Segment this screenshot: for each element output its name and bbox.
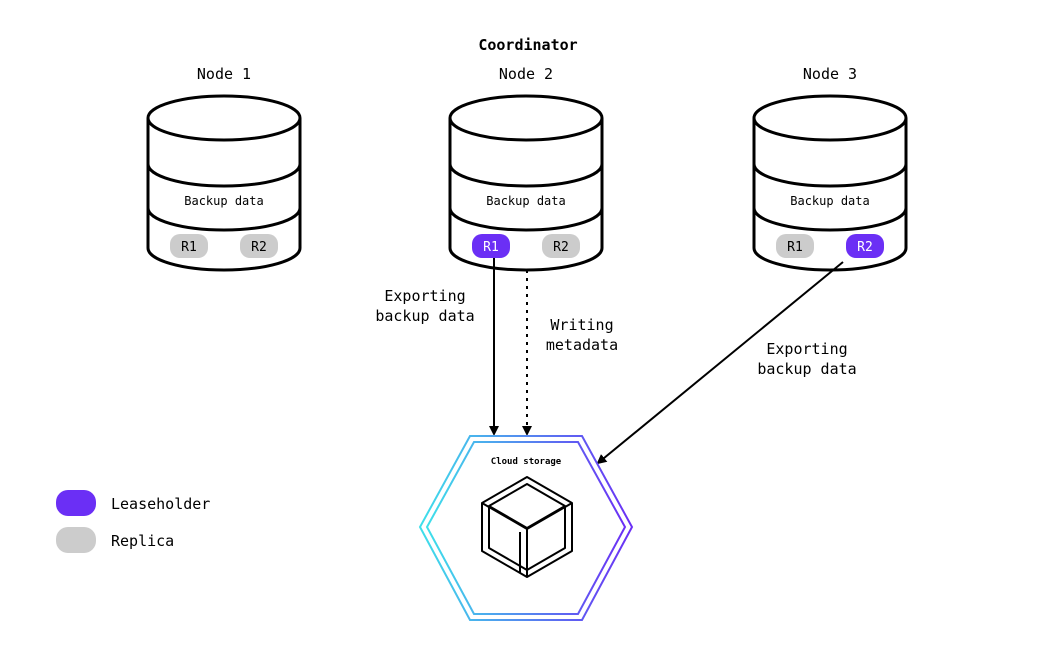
disk-divider — [752, 163, 908, 188]
disk-icon — [752, 118, 908, 272]
range-label: R2 — [553, 240, 569, 255]
edge-label-metadata-line2: metadata — [546, 336, 618, 354]
replica-chip — [240, 234, 278, 258]
disk-label: Backup data — [486, 194, 565, 208]
edges-layer: Exporting backup data Writing metadata E… — [375, 258, 857, 465]
disk-icon — [448, 118, 604, 272]
range-label: R1 — [787, 240, 803, 255]
legend-leaseholder-label: Leaseholder — [111, 495, 210, 513]
range-label: R1 — [483, 240, 499, 255]
disk-label: Backup data — [184, 194, 263, 208]
edge-label-node2-export-line2: backup data — [375, 307, 474, 325]
legend-leaseholder-swatch — [56, 490, 96, 516]
edge-node3-export — [596, 261, 844, 465]
disk-top — [752, 94, 908, 142]
leaseholder-chip — [846, 234, 884, 258]
range-label: R1 — [181, 240, 197, 255]
cloud-storage-label: Cloud storage — [491, 457, 562, 467]
disk-icon — [146, 118, 302, 272]
edge-label-node3-export-line1: Exporting — [766, 340, 847, 358]
disk-divider — [448, 207, 604, 232]
disk-divider — [146, 207, 302, 232]
disk-label: Backup data — [790, 194, 869, 208]
cube-icon — [481, 476, 573, 578]
edge-label-metadata-line1: Writing — [550, 316, 613, 334]
legend: Leaseholder Replica — [56, 490, 210, 553]
coordinator-title: Coordinator — [478, 36, 577, 54]
legend-replica-swatch — [56, 527, 96, 553]
leaseholder-chip — [472, 234, 510, 258]
disk-divider — [448, 163, 604, 188]
range-label: R2 — [857, 240, 873, 255]
node-label: Node 1 — [197, 65, 251, 83]
legend-replica-label: Replica — [111, 532, 174, 550]
node-label: Node 3 — [803, 65, 857, 83]
replica-chip — [170, 234, 208, 258]
replica-chip — [776, 234, 814, 258]
cloud-hex-outer — [418, 435, 634, 621]
cloud-storage: Cloud storage — [418, 435, 634, 621]
replica-chip — [542, 234, 580, 258]
edge-label-node2-export-line1: Exporting — [384, 287, 465, 305]
disk-divider — [146, 163, 302, 188]
edge-label-node3-export-line2: backup data — [757, 360, 856, 378]
disk-divider — [752, 207, 908, 232]
disk-top — [448, 94, 604, 142]
range-label: R2 — [251, 240, 267, 255]
cloud-hex-inner — [425, 441, 627, 615]
disk-top — [146, 94, 302, 142]
node-label: Node 2 — [499, 65, 553, 83]
